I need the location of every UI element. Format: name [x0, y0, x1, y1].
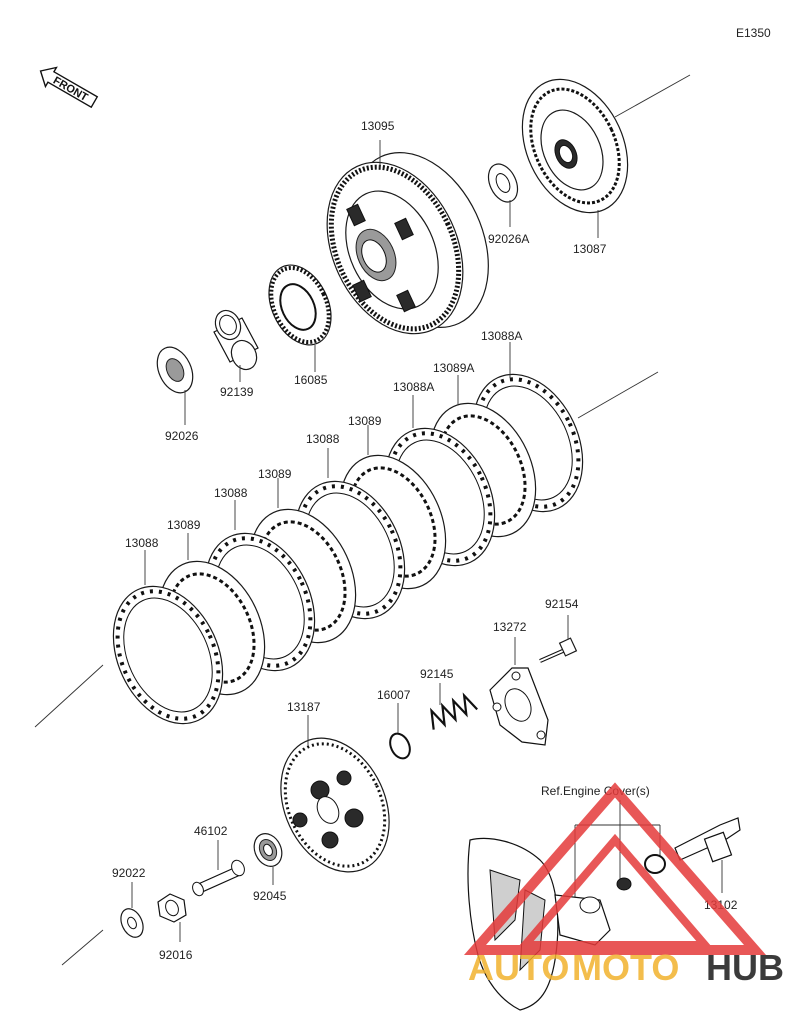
part-label-16007: 16007	[377, 688, 411, 702]
bearing-92045	[253, 833, 283, 867]
reference-note: Ref.Engine Cover(s)	[541, 784, 650, 798]
watermark-logo: AUTO MOTO HUB	[463, 782, 784, 988]
axis-line-left	[34, 664, 104, 728]
part-label-13088A-front: 13088A	[393, 380, 434, 394]
gear-16085	[268, 264, 332, 346]
part-label-13187: 13187	[287, 700, 321, 714]
part-label-13089-1: 13089	[348, 414, 382, 428]
part-label-16085: 16085	[294, 373, 328, 387]
part-label-92016: 92016	[159, 948, 193, 962]
part-label-92045: 92045	[253, 889, 287, 903]
part-label-13089A: 13089A	[433, 361, 474, 375]
plate-13272	[489, 667, 549, 746]
part-label-92026: 92026	[165, 429, 199, 443]
part-label-92145: 92145	[420, 667, 454, 681]
ring-16007	[389, 732, 411, 760]
watermark-suffix: HUB	[706, 947, 784, 988]
part-label-13089-3: 13089	[167, 518, 201, 532]
friction-plate-13088-3	[112, 585, 224, 725]
pressure-plate-13187	[280, 737, 390, 873]
diagram-code: E1350	[736, 26, 771, 40]
part-label-13088-1: 13088	[306, 432, 340, 446]
part-label-13272: 13272	[493, 620, 527, 634]
axis-line-bottom	[61, 929, 104, 966]
release-lever-13102	[674, 817, 741, 863]
pushrod-46102	[192, 859, 245, 897]
bolt-92154	[539, 637, 578, 663]
part-label-13088-2: 13088	[214, 486, 248, 500]
axis-line-mid	[577, 371, 659, 419]
front-label: FRONT	[51, 75, 90, 104]
clutch-housing-13095	[326, 151, 489, 335]
part-label-13088A-back: 13088A	[481, 329, 522, 343]
part-label-92154: 92154	[545, 597, 579, 611]
washer-92026A	[487, 163, 519, 203]
part-label-13095: 13095	[361, 119, 395, 133]
part-label-13089-2: 13089	[258, 467, 292, 481]
part-label-92026A: 92026A	[488, 232, 529, 246]
axis-line-top	[614, 74, 691, 118]
part-label-13088-3: 13088	[125, 536, 159, 550]
part-label-92139: 92139	[220, 385, 254, 399]
part-label-13087: 13087	[573, 242, 607, 256]
washer-92026	[156, 346, 194, 394]
part-label-46102: 46102	[194, 824, 228, 838]
clutch-hub-13087	[521, 78, 629, 214]
part-label-92022: 92022	[112, 866, 146, 880]
nut-92016	[157, 893, 187, 923]
washer-92022	[120, 908, 144, 938]
watermark-prefix: AUTO	[468, 947, 569, 988]
sleeve-92139	[213, 309, 259, 371]
watermark-middle: MOTO	[572, 947, 679, 988]
spring-92145	[430, 692, 478, 730]
front-arrow-icon: FRONT	[39, 66, 99, 109]
